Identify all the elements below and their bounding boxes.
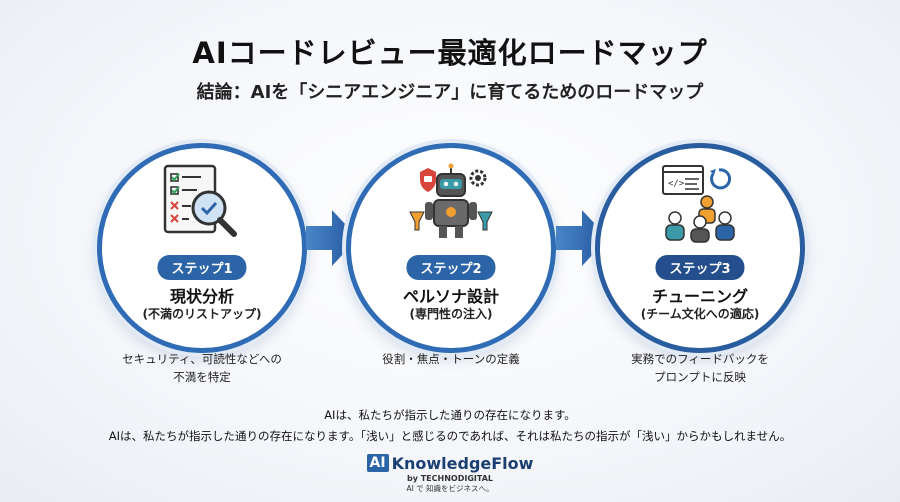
step-subtitle: (専門性の注入) xyxy=(409,307,493,321)
svg-text:</>: </> xyxy=(668,179,685,189)
step-title: チューニング xyxy=(651,287,748,306)
robot-persona-icon xyxy=(409,163,493,238)
step-subtitle: (チーム文化への適応) xyxy=(640,307,760,321)
step-badge: ステップ1 xyxy=(157,255,247,280)
description-line: プロンプトに反映 xyxy=(654,370,746,384)
description-line: 実務でのフィードバックを xyxy=(631,352,769,366)
team-feedback-icon: </> xyxy=(662,165,735,243)
step-3-description: 実務でのフィードバックを プロンプトに反映 xyxy=(585,350,815,386)
logo-tagline: AI で 知識をビジネスへ。 xyxy=(406,483,494,493)
step-title: 現状分析 xyxy=(169,287,234,306)
step-badge: ステップ3 xyxy=(655,255,745,280)
step-badge: ステップ2 xyxy=(406,255,496,280)
checklist-magnifier-icon xyxy=(163,164,237,237)
step-1-circle: ステップ1 現状分析 (不満のリストアップ) xyxy=(97,143,307,353)
step-subtitle: (不満のリストアップ) xyxy=(142,307,262,321)
logo-by: by TECHNODIGITAL xyxy=(407,473,493,483)
step-2-description: 役割・焦点・トーンの定義 xyxy=(336,350,566,368)
logo-wordmark: AI KnowledgeFlow xyxy=(366,453,534,473)
step-2-circle: ステップ2 ペルソナ設計 (専門性の注入) xyxy=(346,143,556,353)
logo-name: KnowledgeFlow xyxy=(391,453,534,473)
conclusion-note-1: AIは、私たちが指示した通りの存在になります。 xyxy=(324,408,576,422)
conclusion-note-2: AIは、私たちが指示した通りの存在になります。「浅い」と感じるのであれば、それは… xyxy=(108,429,792,443)
arrow-right-icon xyxy=(306,210,358,266)
step-title: ペルソナ設計 xyxy=(402,287,499,306)
description-line: 役割・焦点・トーンの定義 xyxy=(382,352,520,366)
page-subtitle: 結論：AIを「シニアエンジニア」に育てるためのロードマップ xyxy=(196,82,704,103)
brand-logo: AI KnowledgeFlow by TECHNODIGITAL AI で 知… xyxy=(0,452,900,494)
description-line: セキュリティ、可読性などへの xyxy=(122,352,282,366)
step-3-circle: </> ステップ3 チューニング (チーム文化への適応) xyxy=(595,143,805,353)
logo-ai-badge: AI xyxy=(366,454,389,472)
step-1-description: セキュリティ、可読性などへの 不満を特定 xyxy=(87,350,317,386)
description-line: 不満を特定 xyxy=(173,370,231,384)
page-title: AIコードレビュー最適化ロードマップ xyxy=(192,36,708,70)
